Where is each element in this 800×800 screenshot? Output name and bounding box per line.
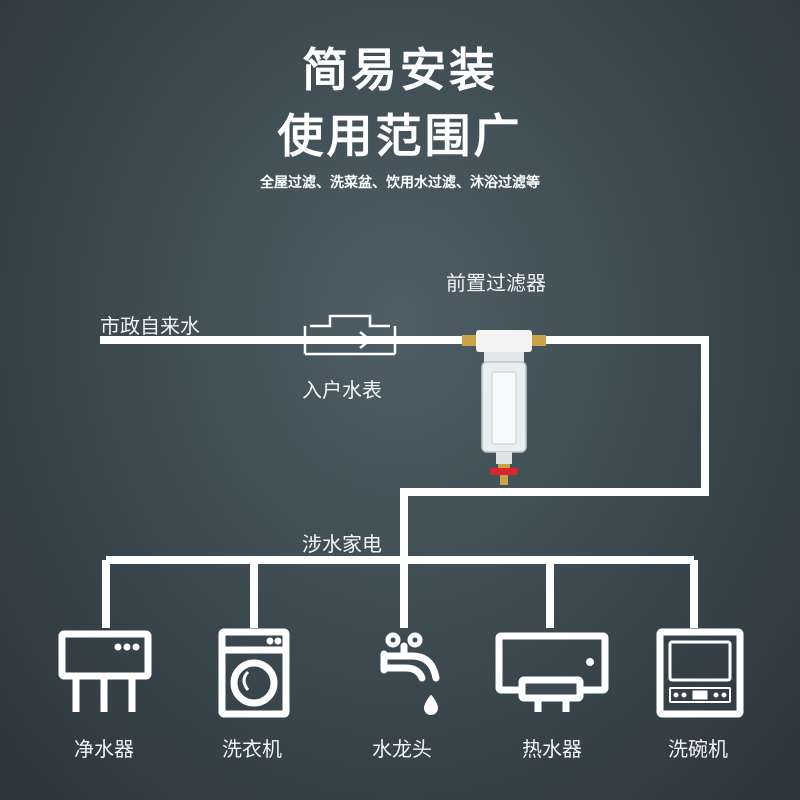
water-meter-icon [303, 314, 397, 356]
page-title-line1: 简易安装 [302, 43, 498, 97]
filter-label: 前置过滤器 [446, 271, 546, 295]
source-label: 市政自来水 [100, 314, 200, 338]
appliance-label-washing-machine: 洗衣机 [222, 737, 282, 761]
pre-filter-icon [462, 330, 546, 485]
dishwasher-icon [656, 628, 744, 718]
appliance-label-water-purifier: 净水器 [74, 737, 134, 761]
meter-label: 入户水表 [302, 378, 382, 402]
appliance-label-dishwasher: 洗碗机 [668, 737, 728, 761]
main-pipe [100, 336, 709, 628]
washing-machine-icon [218, 628, 290, 718]
page-title-line2: 使用范围广 [277, 109, 523, 163]
appliance-label-faucet: 水龙头 [372, 737, 432, 761]
faucet-icon [380, 632, 440, 715]
appliance-label-water-heater: 热水器 [522, 737, 582, 761]
water-purifier-icon [58, 630, 152, 712]
page-subtitle: 全屋过滤、洗菜盆、饮用水过滤、沐浴过滤等 [260, 175, 540, 191]
water-heater-icon [495, 632, 609, 712]
branch-label: 涉水家电 [302, 532, 382, 556]
